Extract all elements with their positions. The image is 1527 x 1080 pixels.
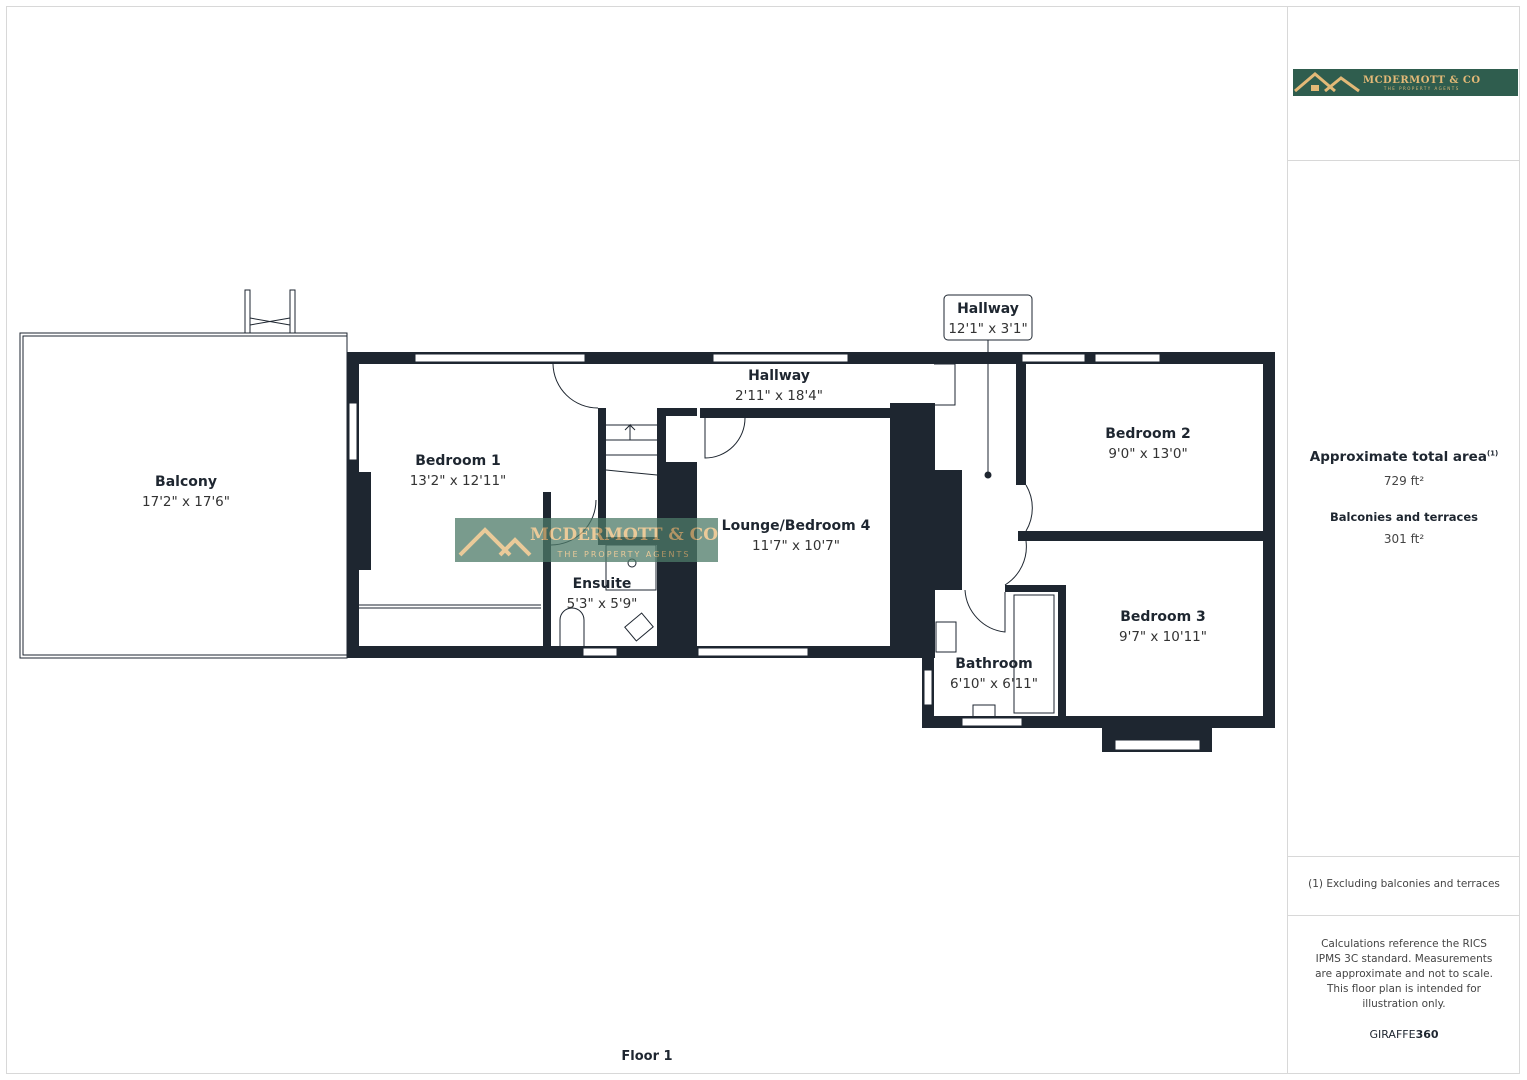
watermark-tagline: THE PROPERTY AGENTS bbox=[557, 550, 691, 559]
provider-name: GIRAFFE bbox=[1369, 1028, 1416, 1041]
room-name: Bathroom bbox=[955, 656, 1033, 672]
room-name: Bedroom 1 bbox=[415, 453, 501, 469]
info-panel: MCDERMOTT & CO THE PROPERTY AGENTS Appro… bbox=[1287, 6, 1520, 1074]
room-size: 5'3" x 5'9" bbox=[567, 596, 638, 612]
room-size: 12'1" x 3'1" bbox=[948, 321, 1027, 337]
room-name: Hallway bbox=[748, 368, 810, 384]
windows bbox=[348, 353, 1201, 751]
divider bbox=[1288, 160, 1520, 161]
provider-logo: GIRAFFE360 bbox=[1288, 1028, 1520, 1041]
room-size: 9'7" x 10'11" bbox=[1119, 629, 1207, 645]
walls bbox=[347, 352, 1275, 752]
disclaimer: Calculations reference the RICS IPMS 3C … bbox=[1315, 938, 1493, 1010]
brand-logo: MCDERMOTT & CO THE PROPERTY AGENTS bbox=[1293, 69, 1518, 96]
room-size: 2'11" x 18'4" bbox=[735, 388, 823, 404]
divider bbox=[1288, 915, 1520, 916]
watermark-logo: MCDERMOTT & CO THE PROPERTY AGENTS bbox=[455, 518, 718, 562]
page-frame bbox=[6, 6, 1520, 1074]
brand-name: MCDERMOTT & CO bbox=[1363, 74, 1481, 86]
brand-tagline: THE PROPERTY AGENTS bbox=[1383, 85, 1460, 91]
room-size: 6'10" x 6'11" bbox=[950, 676, 1038, 692]
room-name: Lounge/Bedroom 4 bbox=[722, 518, 871, 534]
total-area-label: Approximate total area bbox=[1309, 449, 1487, 465]
room-size: 17'2" x 17'6" bbox=[142, 494, 230, 510]
watermark-name: MCDERMOTT & CO bbox=[530, 525, 718, 545]
balconies-value: 301 ft² bbox=[1383, 532, 1425, 546]
room-name: Bedroom 3 bbox=[1120, 609, 1206, 625]
footnote-mark: (1) bbox=[1486, 449, 1499, 458]
room-name: Hallway bbox=[957, 301, 1019, 317]
room-size: 11'7" x 10'7" bbox=[752, 538, 840, 554]
divider bbox=[1288, 856, 1520, 857]
provider-number: 360 bbox=[1415, 1028, 1439, 1041]
room-size: 13'2" x 12'11" bbox=[410, 473, 507, 489]
roof-icon bbox=[1294, 72, 1360, 93]
room-name: Bedroom 2 bbox=[1105, 426, 1191, 442]
floor-label: Floor 1 bbox=[621, 1049, 672, 1064]
room-name: Ensuite bbox=[573, 576, 632, 592]
balconies-label: Balconies and terraces bbox=[1329, 510, 1478, 524]
room-size: 9'0" x 13'0" bbox=[1108, 446, 1187, 462]
floor-plan: MCDERMOTT & CO THE PROPERTY AGENTS Balco… bbox=[19, 289, 1275, 1064]
footnote: (1) Excluding balconies and terraces bbox=[1308, 878, 1500, 890]
room-name: Balcony bbox=[155, 474, 217, 490]
hallway-callout bbox=[943, 294, 1033, 479]
total-area-value: 729 ft² bbox=[1383, 474, 1425, 488]
